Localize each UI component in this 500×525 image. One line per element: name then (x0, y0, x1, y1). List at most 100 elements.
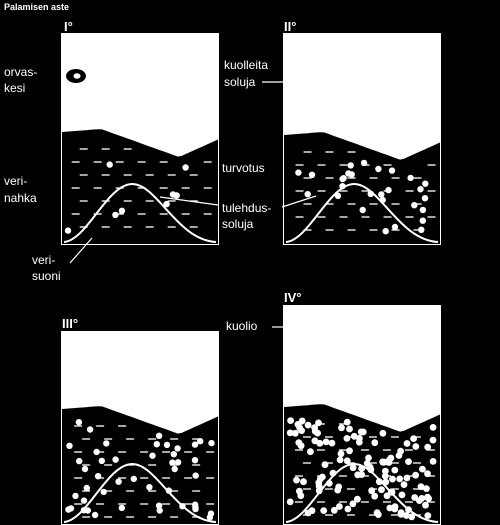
inflammatory-cell (371, 439, 379, 447)
label-verisuoni-1: veri- (32, 253, 55, 267)
inflammatory-cell (343, 457, 351, 465)
inflammatory-cell (429, 436, 437, 444)
inflammatory-cell (365, 454, 372, 462)
inflammatory-cell (417, 186, 424, 193)
inflammatory-cell (424, 493, 431, 501)
inflammatory-cell (374, 511, 382, 518)
inflammatory-cell (315, 479, 323, 487)
inflammatory-cells (295, 159, 429, 235)
label-verinahka-1: veri- (4, 174, 27, 188)
label-kuolleita-2: soluja (224, 75, 256, 89)
inflammatory-cell (315, 419, 322, 427)
inflammatory-cell (165, 487, 173, 494)
inflammatory-cells (286, 417, 437, 521)
inflammatory-cell (379, 196, 386, 204)
inflammatory-cell (419, 206, 427, 214)
inflammatory-cell (354, 495, 361, 503)
inflammatory-cell (291, 429, 299, 437)
inflammatory-cell (130, 475, 137, 483)
inflammatory-cell (118, 504, 126, 512)
inflammatory-cell (174, 445, 181, 452)
inflammatory-cell (118, 207, 126, 214)
stage-label-I: I° (64, 19, 73, 34)
inflammatory-cell (287, 417, 294, 424)
inflammatory-cell (418, 226, 425, 233)
inflammatory-cell (293, 476, 300, 484)
inflammatory-cell (319, 473, 326, 481)
label-verisuoni-2: suoni (32, 269, 61, 283)
inflammatory-cell (334, 486, 342, 494)
inflammatory-cell (98, 457, 106, 465)
inflammatory-cell (208, 439, 215, 447)
inflammatory-cell (338, 424, 345, 432)
inflammatory-cell (103, 440, 110, 447)
inflammatory-cell (80, 497, 88, 504)
inflammatory-cell (86, 426, 94, 433)
inflammatory-cell (355, 438, 363, 446)
panel-I (61, 33, 219, 245)
inflammatory-cell (357, 428, 365, 436)
inflammatory-cell (308, 171, 316, 178)
inflammatory-cell (387, 454, 395, 462)
inflammatory-cell (336, 456, 344, 464)
dermis-layer (284, 132, 440, 244)
inflammatory-cell (295, 169, 302, 176)
inflammatory-cell (94, 473, 102, 480)
stage-label-III: III° (62, 316, 78, 331)
inflammatory-cell (304, 509, 312, 517)
inflammatory-cell (379, 429, 387, 437)
inflammatory-cell (382, 228, 389, 235)
leader-verisuoni (69, 237, 93, 264)
inflammatory-cell (385, 186, 392, 194)
inflammatory-cell (170, 451, 177, 458)
inflammatory-cell (405, 458, 412, 465)
inflammatory-cell (412, 471, 419, 479)
inflammatory-cell (307, 448, 314, 456)
inflammatory-cell (382, 467, 389, 475)
inflammatory-cell (153, 441, 160, 448)
inflammatory-cell (422, 501, 429, 509)
inflammatory-cell (363, 460, 371, 467)
stage-label-IV: IV° (284, 290, 301, 305)
inflammatory-cell (403, 440, 411, 447)
stage-label-II: II° (284, 19, 296, 34)
inflammatory-cell (296, 424, 303, 432)
inflammatory-cell (155, 502, 163, 509)
inflammatory-cell (349, 500, 357, 508)
panels-group (61, 33, 441, 525)
inflammatory-cell (424, 470, 431, 478)
leader-tulehdus-right (281, 195, 317, 208)
inflammatory-cell (192, 472, 199, 479)
inflammatory-cell (407, 174, 414, 182)
inflammatory-cell (411, 494, 419, 501)
inflammatory-cell (304, 421, 312, 429)
inflammatory-cell (379, 458, 386, 466)
inflammatory-cell (76, 457, 83, 465)
inflammatory-cell (81, 465, 89, 473)
inflammatory-cells (64, 161, 189, 234)
tissue-dashes (295, 151, 436, 231)
leader-tulehdus-left (159, 196, 219, 206)
inflammatory-cell (368, 487, 376, 495)
tissue-dashes (71, 148, 212, 228)
inflammatory-cell (100, 488, 107, 496)
inflammatory-cell (300, 478, 307, 486)
inflammatory-cell (66, 442, 73, 449)
inflammatory-cell (391, 505, 399, 513)
inflammatory-cell (397, 447, 404, 455)
inflammatory-cell (389, 475, 396, 483)
label-kuolio: kuolio (226, 319, 258, 333)
inflammatory-cell (320, 507, 328, 514)
inflammatory-cell (286, 498, 294, 506)
inflammatory-cell (359, 206, 366, 214)
inflammatory-cell (358, 465, 365, 472)
inflammatory-cell (343, 418, 351, 426)
inflammatory-cell (169, 459, 176, 466)
inflammatory-cell (64, 227, 72, 234)
inflammatory-cell (197, 438, 204, 445)
inflammatory-cell (296, 487, 303, 495)
inflammatory-cell (182, 164, 189, 171)
inflammatory-cell (311, 437, 319, 445)
inflammatory-cell (382, 478, 390, 486)
inflammatory-cell (378, 191, 385, 198)
